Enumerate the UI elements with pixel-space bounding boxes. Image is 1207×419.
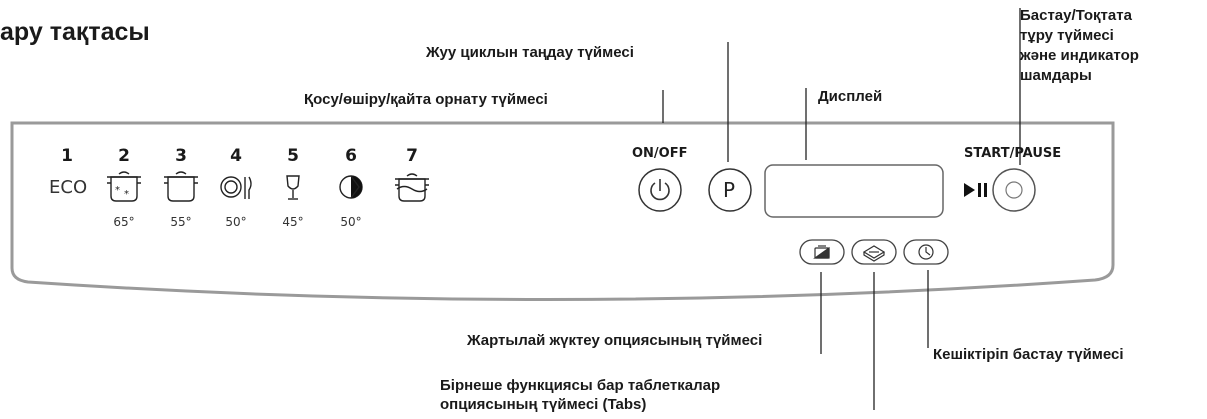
program-temp-3: 55° <box>170 215 192 229</box>
program-number-1: 1 <box>61 146 73 166</box>
program-number-5: 5 <box>287 146 299 166</box>
program-button <box>708 168 752 212</box>
page-title: ару тақтасы <box>0 18 150 46</box>
pot-normal-icon <box>164 171 198 202</box>
program-number-7: 7 <box>406 146 418 166</box>
half-load-annotation: Жартылай жүктеу опциясының түймесі <box>467 332 763 349</box>
start-pause-indicator-icon <box>1005 181 1023 199</box>
clock-icon <box>918 244 934 260</box>
onoff-label: ON/OFF <box>632 146 688 161</box>
pot-rinse-icon <box>395 173 429 202</box>
plate-cutlery-icon <box>220 176 252 199</box>
program-number-4: 4 <box>230 146 242 166</box>
start-pause-annotation-line2: тұру түймесі <box>1020 27 1114 44</box>
power-icon <box>650 179 670 201</box>
half-moon-quick-icon <box>339 175 363 199</box>
svg-text:*: * <box>124 189 129 200</box>
program-temp-5: 45° <box>282 215 304 229</box>
onoff-button-annotation: Қосу/өшіру/қайта орнату түймесі <box>304 91 548 108</box>
start-pause-annotation-line1: Бастау/Тоқтата <box>1020 7 1132 24</box>
half-load-button <box>799 239 845 265</box>
program-temp-2: 65° <box>113 215 135 229</box>
tablet-icon <box>862 245 886 262</box>
start-pause-label: START/PAUSE <box>964 146 1062 161</box>
program-number-6: 6 <box>345 146 357 166</box>
program-temp-4: 50° <box>225 215 247 229</box>
start-pause-annotation: Бастау/Тоқтата тұру түймесі және индикат… <box>1020 6 1139 86</box>
delay-start-annotation: Кешіктіріп бастау түймесі <box>933 346 1124 363</box>
program-button-letter: P <box>723 178 736 202</box>
program-button-annotation: Жуу циклын таңдау түймесі <box>426 44 634 61</box>
program-number-3: 3 <box>175 146 187 166</box>
play-pause-icon <box>964 183 987 197</box>
display-window <box>764 164 944 218</box>
program-number-2: 2 <box>118 146 130 166</box>
program-temp-6: 50° <box>340 215 362 229</box>
wine-glass-icon <box>286 175 300 200</box>
start-pause-annotation-line3: және индикатор <box>1020 47 1139 64</box>
half-load-icon <box>813 245 830 259</box>
svg-text:*: * <box>115 185 120 196</box>
tabs-annotation: Бірнеше функциясы бар таблеткалар опцияс… <box>440 376 720 414</box>
eco-label: ECO <box>49 177 88 198</box>
tabs-annotation-line2: опциясының түймесі (Tabs) <box>440 396 647 413</box>
pot-intensive-icon: * * <box>107 171 141 202</box>
start-pause-annotation-line4: шамдары <box>1020 67 1092 84</box>
display-annotation: Дисплей <box>818 88 883 105</box>
tabs-annotation-line1: Бірнеше функциясы бар таблеткалар <box>440 377 721 394</box>
